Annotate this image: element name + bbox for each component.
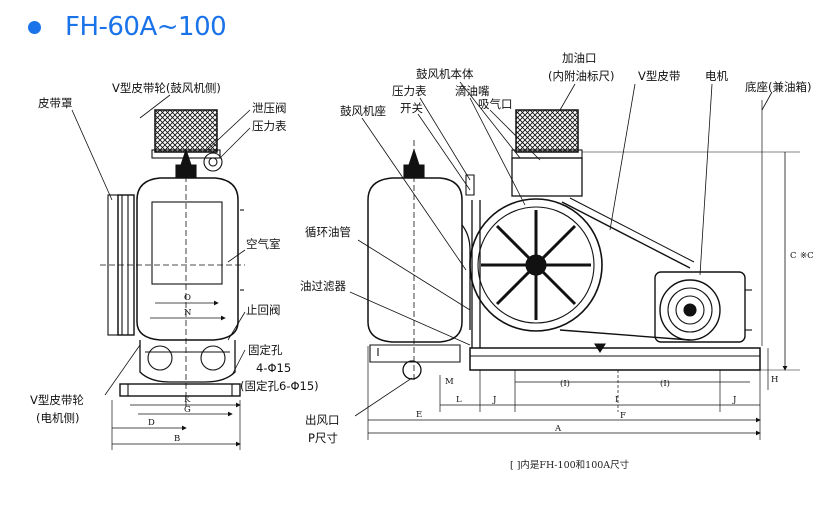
dim-D: D	[148, 418, 155, 428]
label-suction-port: 吸气口	[478, 97, 513, 111]
bullet-dot	[28, 20, 41, 34]
right-filter-mesh	[515, 109, 579, 153]
dim-K: K	[184, 395, 191, 405]
dim-I-bracket-left: (I)	[560, 378, 570, 389]
left-tank-panel	[151, 201, 223, 285]
front-view	[367, 100, 800, 440]
label-oil-fill: 加油口	[562, 51, 597, 65]
left-air-tank	[136, 177, 239, 341]
dim-I-bracket-right: (I)	[660, 378, 670, 389]
label-oil-drip: 滴油嘴	[455, 84, 490, 98]
side-view	[100, 109, 245, 450]
label-mount-hole: 固定孔	[248, 343, 283, 357]
label-mount-hole-spec: 4-Φ15	[256, 361, 291, 375]
label-circ-pipe: 循环油管	[305, 225, 351, 239]
left-base	[119, 383, 241, 397]
label-air-chamber: 空气室	[246, 237, 281, 251]
label-motor: 电机	[705, 69, 728, 83]
label-belt-cover: 皮带罩	[38, 96, 73, 110]
dim-N: N	[184, 308, 192, 318]
label-check-valve: 止回阀	[246, 303, 281, 317]
label-pulley-blower-side: V型皮带轮(鼓风机侧)	[112, 81, 221, 95]
dim-F: F	[620, 411, 626, 421]
label-pressure-gauge-left: 压力表	[252, 119, 287, 133]
left-gauge	[203, 152, 223, 172]
label-v-belt: V型皮带	[638, 69, 680, 83]
label-outlet-2: P尺寸	[308, 431, 338, 445]
blower-housing	[511, 157, 583, 197]
title-row: FH-60A~100	[28, 10, 227, 44]
dim-J-left: J	[492, 395, 497, 405]
dim-C-alt: ※C	[800, 251, 814, 261]
dim-B: B	[174, 434, 180, 444]
v-belt-top	[561, 201, 691, 269]
label-base: 底座(兼油箱)	[745, 80, 811, 94]
label-oil-fill-2: (内附油标尺)	[548, 69, 614, 83]
base-oil-tank	[469, 347, 761, 371]
dim-H: H	[771, 375, 778, 385]
motor-fan	[659, 279, 721, 341]
dim-I: I	[615, 395, 618, 405]
dim-L: L	[456, 395, 462, 405]
dim-G: G	[184, 405, 191, 415]
label-switch: 开关	[400, 101, 423, 115]
dim-E: E	[416, 410, 422, 420]
label-pulley-motor-side: V型皮带轮	[30, 393, 84, 407]
left-lower-body	[139, 340, 236, 383]
label-mount-hole-alt: (固定孔6-Φ15)	[240, 379, 319, 393]
dim-O: O	[184, 293, 191, 303]
dim-A: A	[554, 424, 562, 434]
dim-J-right: J	[732, 395, 737, 405]
footnote: [ ]内是FH-100和100A尺寸	[510, 459, 630, 471]
label-blower-body: 鼓风机本体	[416, 67, 474, 81]
dim-C: C	[790, 251, 797, 261]
label-outlet: 出风口	[305, 413, 340, 427]
label-blower-seat: 鼓风机座	[340, 104, 386, 118]
circulation-pipe	[461, 224, 471, 330]
label-pressure-gauge-right: 压力表	[392, 84, 427, 98]
page-title: FH-60A~100	[65, 12, 227, 42]
outlet-port	[402, 360, 422, 380]
v-belt-bottom	[559, 329, 691, 341]
right-air-tank	[367, 177, 463, 343]
label-oil-filter: 油过滤器	[300, 279, 346, 293]
label-pulley-motor-side-2: (电机侧)	[36, 411, 79, 425]
label-relief-valve: 泄压阀	[252, 101, 287, 115]
dim-M: M	[445, 377, 454, 387]
